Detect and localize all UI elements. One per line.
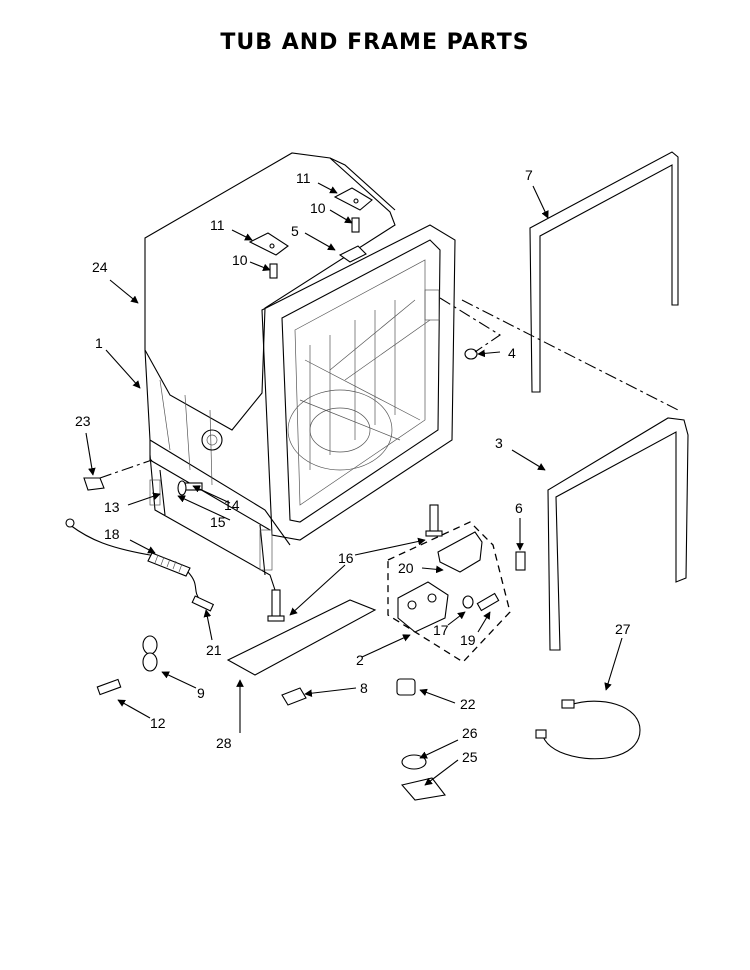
callout-25: 25 [462, 749, 478, 765]
callout-18: 18 [104, 526, 120, 542]
callout-12: 12 [150, 715, 166, 731]
callout-10-upper: 10 [310, 200, 326, 216]
callout-5: 5 [291, 223, 299, 239]
callout-2: 2 [356, 652, 364, 668]
clip-23 [83, 477, 105, 491]
leveling-leg-16b [425, 504, 443, 537]
screw-12 [96, 678, 122, 696]
bracket-assembly-2 [397, 581, 449, 633]
callout-labels: 1 24 23 13 14 15 18 21 16 2 28 9 12 8 22… [75, 167, 631, 765]
tub-gasket-side [547, 417, 689, 651]
callout-11-upper: 11 [296, 170, 311, 186]
callout-10-lower: 10 [232, 252, 248, 268]
callout-1: 1 [95, 335, 103, 351]
wire-harness-27 [535, 699, 641, 760]
door-spring-cable [65, 518, 201, 601]
screw-19 [476, 592, 500, 612]
leader-lines [85, 182, 623, 786]
callout-14: 14 [224, 497, 240, 513]
screw-lower [269, 263, 278, 279]
clip-8 [281, 687, 307, 706]
plug [464, 348, 478, 360]
grommet-9 [142, 635, 158, 672]
pin-21 [191, 595, 215, 612]
callout-27: 27 [615, 621, 631, 637]
tub-gasket-top [529, 151, 679, 393]
washer-15 [177, 480, 187, 496]
leveling-leg-16a [267, 589, 285, 622]
callout-7: 7 [525, 167, 533, 183]
switch-22 [396, 678, 416, 696]
callout-9: 9 [197, 685, 205, 701]
callout-8: 8 [360, 680, 368, 696]
washer-17 [462, 595, 474, 609]
callout-11-lower: 11 [210, 217, 225, 233]
callout-15: 15 [210, 514, 226, 530]
callout-4: 4 [508, 345, 516, 361]
callout-24: 24 [92, 259, 108, 275]
callout-21: 21 [206, 642, 222, 658]
bracket-20 [437, 531, 483, 573]
hinge-bracket-lower [248, 232, 289, 256]
callout-16: 16 [338, 550, 354, 566]
callout-3: 3 [495, 435, 503, 451]
front-leg-left [149, 454, 276, 591]
bracket-kit-outline [387, 521, 511, 663]
callout-6: 6 [515, 500, 523, 516]
callout-23: 23 [75, 413, 91, 429]
callout-22: 22 [460, 696, 476, 712]
callout-20: 20 [398, 560, 414, 576]
callout-28: 28 [216, 735, 232, 751]
top-bracket [338, 245, 367, 263]
callout-13: 13 [104, 499, 120, 515]
hinge-bracket-upper [333, 187, 373, 211]
callout-17: 17 [433, 622, 449, 638]
screw-6 [515, 551, 526, 571]
callout-26: 26 [462, 725, 478, 741]
bracket-25 [400, 777, 446, 801]
base-plate-28 [226, 599, 377, 676]
callout-19: 19 [460, 632, 476, 648]
screw-upper [351, 217, 360, 233]
page-title: TUB AND FRAME PARTS [220, 30, 530, 55]
